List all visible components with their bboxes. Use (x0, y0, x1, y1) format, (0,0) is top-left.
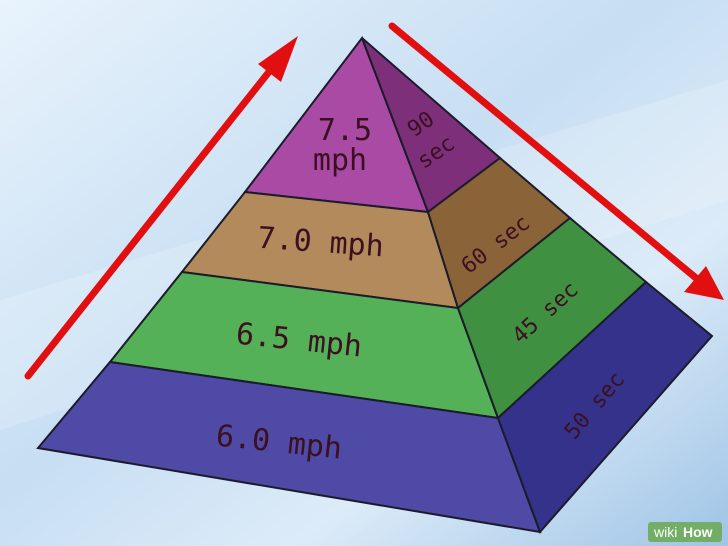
tier-4-side-face (496, 280, 714, 534)
arrow-up-left (24, 36, 298, 380)
arrow-down-right (388, 22, 724, 300)
wikihow-watermark: wiki How (648, 522, 722, 542)
watermark-suffix: How (683, 524, 713, 540)
tier-1-speed-line2: mph (313, 143, 367, 178)
tier-1-speed-line1: 7.5 (318, 113, 372, 148)
watermark-prefix: wiki (653, 524, 677, 540)
